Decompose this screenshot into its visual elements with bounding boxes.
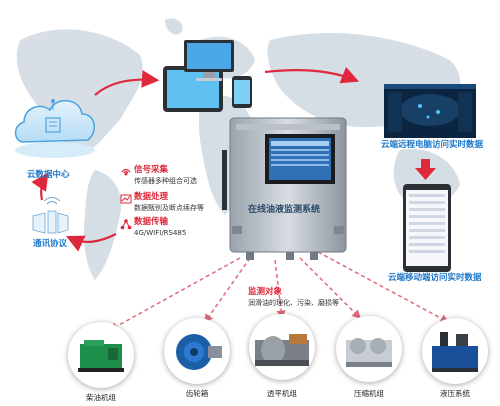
device-title: 在线油液监测系统 xyxy=(248,205,321,215)
cloud-center-label: 云数据中心 xyxy=(27,170,70,180)
feature-title: 数据传输 xyxy=(134,217,169,227)
turbine-image xyxy=(249,314,315,380)
devices-graphic xyxy=(163,40,252,112)
hydraulic-image xyxy=(422,318,488,384)
signal-icon xyxy=(121,168,131,176)
chart-icon xyxy=(120,194,132,204)
mobile-screenshot xyxy=(403,184,451,272)
compressor-image xyxy=(336,316,402,382)
gearbox-image xyxy=(164,318,230,384)
network-icon xyxy=(120,219,132,230)
equipment-label: 柴油机组 xyxy=(86,393,116,402)
feature-title: 信号采集 xyxy=(134,165,169,175)
equipment-label: 液压系统 xyxy=(440,389,470,398)
equipment-label: 压缩机组 xyxy=(354,389,384,398)
feature-title: 数据处理 xyxy=(134,192,169,202)
feature-desc: 传感器多种组合可选 xyxy=(134,177,197,185)
equipment-label: 齿轮箱 xyxy=(185,389,209,398)
feature-desc: 4G/WIFI/RS485 xyxy=(134,229,187,237)
remote-pc-screenshot xyxy=(384,84,476,138)
monitor-title: 监测对象 xyxy=(248,287,283,297)
feature-desc: 数据甄别及断点续存等 xyxy=(134,204,204,212)
protocol-label: 通讯协议 xyxy=(33,239,68,249)
mobile-label: 云端移动端访问实时数据 xyxy=(388,273,482,283)
equipment-label: 透平机组 xyxy=(267,389,297,398)
monitor-desc: 润滑油的理化、污染、磨损等 xyxy=(248,299,339,307)
cloud-graphic xyxy=(14,99,95,158)
monitor-cabinet xyxy=(222,117,347,260)
protocol-icons xyxy=(32,197,69,234)
diesel-generator-image xyxy=(68,322,134,388)
remote-pc-label: 云端远程电脑访问实时数据 xyxy=(381,140,484,150)
